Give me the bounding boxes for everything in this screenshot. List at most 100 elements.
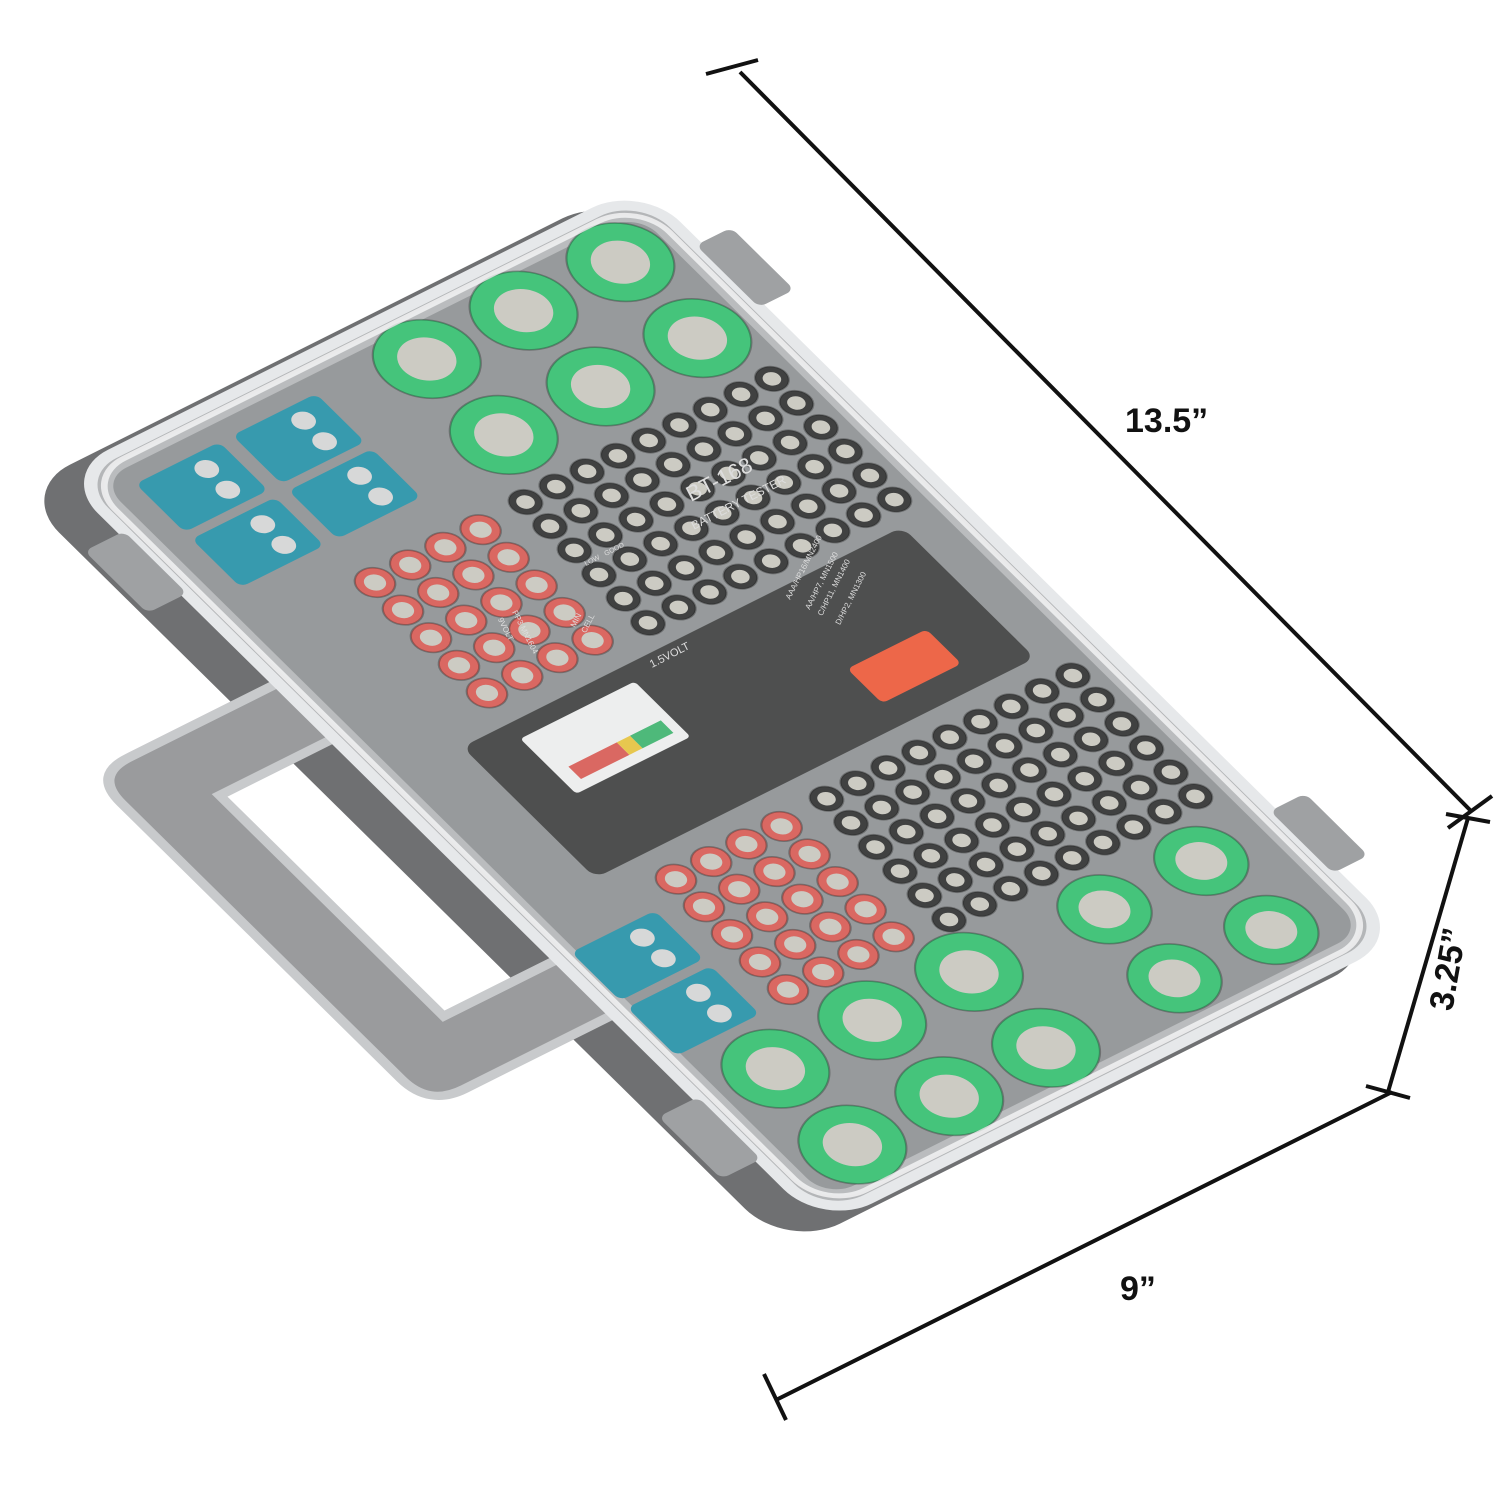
battery-9v-terminal (368, 487, 393, 506)
battery-terminal (518, 621, 541, 639)
battery-terminal (940, 730, 959, 744)
latch-front-left (88, 533, 184, 611)
battery-terminal (447, 657, 471, 674)
battery-terminal (701, 402, 720, 417)
battery-terminal (483, 639, 506, 656)
battery-terminal (805, 459, 824, 474)
battery-terminal (780, 435, 800, 450)
battery-terminal (787, 396, 806, 410)
battery-terminal (1155, 804, 1174, 819)
dimension-width (762, 1090, 1393, 1421)
battery-terminal (921, 849, 941, 863)
battery-terminal (768, 514, 787, 529)
battery-terminal (577, 464, 597, 479)
battery-9v-terminal (215, 480, 241, 499)
battery-terminal (854, 901, 877, 918)
battery-terminal (799, 499, 818, 514)
battery-terminal (546, 649, 569, 666)
battery-terminal (885, 492, 904, 507)
battery-terminal (1106, 756, 1125, 771)
battery-terminal (811, 420, 831, 434)
battery-terminal (1078, 890, 1131, 929)
battery-terminal (756, 908, 779, 925)
battery-terminal (971, 714, 990, 729)
battery-terminal (860, 468, 880, 483)
battery-terminal (694, 442, 714, 456)
battery-terminal (1175, 842, 1228, 880)
battery-terminal (872, 800, 892, 815)
dimension-width-label: 9” (1120, 1270, 1156, 1308)
battery-terminal (1075, 772, 1095, 786)
battery-terminal (565, 543, 584, 558)
battery-terminal (1081, 732, 1101, 747)
battery-terminal (620, 552, 640, 566)
battery-9v-terminal (194, 459, 220, 479)
battery-terminal (651, 536, 670, 551)
dimension-length (705, 58, 1494, 830)
battery-terminal (939, 950, 999, 994)
battery-terminal (1245, 911, 1298, 949)
battery-terminal (675, 561, 695, 575)
battery-terminal (645, 576, 664, 591)
battery-terminal (667, 316, 728, 360)
battery-terminal (490, 594, 513, 611)
battery-terminal (791, 891, 814, 908)
battery-terminal (964, 754, 984, 769)
battery-terminal (397, 337, 457, 381)
battery-terminal (720, 926, 744, 943)
battery-terminal (1032, 866, 1051, 881)
dimension-length-label: 13.5” (1125, 402, 1208, 440)
battery-terminal (474, 413, 534, 457)
battery-terminal (1026, 723, 1046, 738)
battery-terminal (614, 591, 633, 606)
battery-terminal (455, 611, 478, 629)
battery-terminal (748, 953, 772, 971)
battery-case (44, 200, 1380, 1232)
battery-terminal (712, 506, 732, 520)
battery-terminal (633, 473, 652, 487)
battery-terminal (745, 1047, 806, 1091)
battery-terminal (1007, 842, 1027, 856)
battery-terminal (434, 539, 457, 556)
battery-terminal (670, 418, 689, 432)
latch-right (1273, 795, 1365, 871)
battery-terminal (976, 857, 996, 872)
battery-terminal (774, 475, 794, 489)
battery-9v-terminal (291, 411, 316, 430)
battery-terminal (639, 433, 658, 448)
battery-terminal (725, 427, 745, 441)
battery-terminal (1088, 692, 1107, 707)
battery-terminal (700, 585, 719, 599)
battery-terminal (915, 888, 934, 903)
battery-terminal (1063, 668, 1083, 683)
battery-terminal (1112, 717, 1132, 731)
battery-9v (236, 396, 362, 482)
latch-front-right (662, 1099, 758, 1177)
tester-slider (849, 631, 959, 702)
battery-terminal (728, 881, 751, 898)
battery-terminal (525, 576, 548, 594)
battery-terminal (608, 449, 628, 463)
battery-terminal (540, 519, 560, 533)
battery-terminal (927, 809, 947, 824)
dimension-height (1365, 812, 1491, 1100)
battery-terminal (1013, 802, 1033, 817)
battery-terminal (939, 912, 959, 927)
battery-9v-terminal (312, 432, 337, 451)
battery-terminal (462, 566, 485, 584)
battery-terminal (391, 601, 415, 619)
battery-terminal (419, 629, 443, 646)
battery-9v (574, 913, 701, 999)
battery-terminal (1093, 835, 1113, 850)
battery-terminal (581, 631, 604, 649)
battery-terminal (890, 864, 910, 878)
battery-terminal (688, 481, 707, 496)
battery-terminal (761, 554, 781, 568)
battery-terminal (989, 778, 1008, 793)
battery-terminal (836, 444, 855, 459)
battery-terminal (919, 1074, 979, 1118)
battery-terminal (958, 794, 978, 808)
battery-terminal (516, 495, 535, 509)
battery-terminal (750, 451, 769, 465)
